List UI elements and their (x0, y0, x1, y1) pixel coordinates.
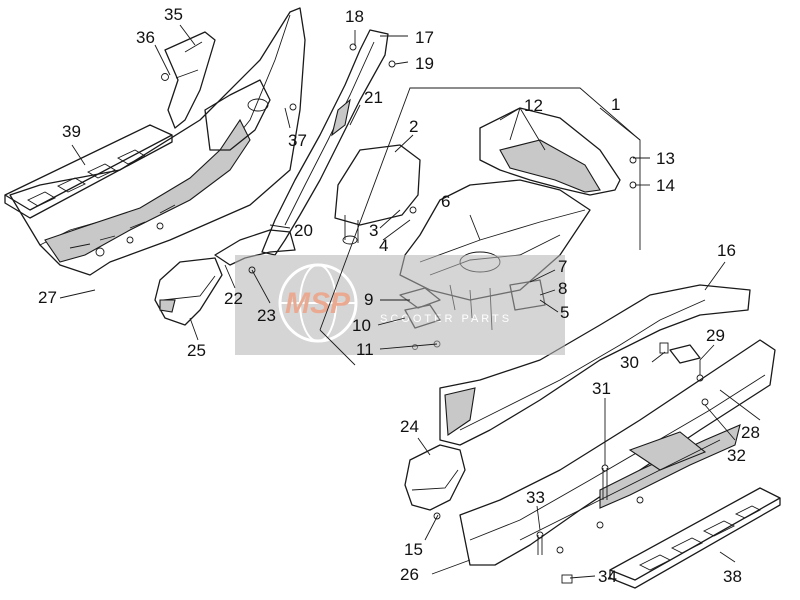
callout-34: 34 (598, 567, 617, 586)
left-side-cover (9, 7, 306, 276)
callout-35: 35 (164, 5, 183, 24)
callout-28: 28 (741, 423, 760, 442)
callout-1: 1 (611, 95, 620, 114)
callout-30: 30 (620, 353, 639, 372)
callout-38: 38 (723, 567, 742, 586)
callout-4: 4 (379, 236, 388, 255)
callout-32: 32 (727, 446, 746, 465)
callout-29: 29 (706, 326, 725, 345)
fasteners (161, 43, 709, 555)
callout-7: 7 (558, 257, 567, 276)
callout-10: 10 (352, 316, 371, 335)
leader-lines (59, 24, 761, 579)
callout-39: 39 (62, 122, 81, 141)
glovebox-lid-right (404, 444, 466, 511)
watermark: MSP SCOOTER PARTS (235, 255, 565, 355)
callout-36: 36 (136, 28, 155, 47)
right-floor-panel (459, 339, 776, 566)
callout-37: 37 (288, 131, 307, 150)
left-footboard-mat (4, 124, 173, 219)
callout-33: 33 (526, 488, 545, 507)
watermark-brand: MSP (285, 287, 351, 320)
callout-15: 15 (404, 540, 423, 559)
callout-31: 31 (592, 379, 611, 398)
callout-19: 19 (415, 54, 434, 73)
watermark-subtitle: SCOOTER PARTS (380, 313, 512, 325)
callout-16: 16 (717, 241, 736, 260)
callout-14: 14 (656, 176, 675, 195)
callout-8: 8 (558, 279, 567, 298)
callout-20: 20 (294, 221, 313, 240)
callout-2: 2 (409, 117, 418, 136)
right-side-cover (439, 284, 751, 446)
callout-3: 3 (369, 221, 378, 240)
right-footboard-mat (609, 487, 781, 589)
center-pad (334, 144, 421, 245)
callout-17: 17 (415, 28, 434, 47)
glovebox-lid-left (154, 257, 223, 326)
callout-13: 13 (656, 149, 675, 168)
callout-labels: 1 2 3 4 5 6 7 8 9 10 11 12 13 14 15 16 1… (38, 5, 760, 586)
callout-5: 5 (560, 303, 569, 322)
callout-12: 12 (524, 96, 543, 115)
callout-11: 11 (356, 340, 374, 359)
callout-18: 18 (345, 7, 364, 26)
callout-24: 24 (400, 417, 419, 436)
watermark-band (235, 255, 565, 355)
callout-6: 6 (441, 192, 450, 211)
callout-27: 27 (38, 288, 57, 307)
inner-side-panel (164, 31, 271, 151)
callout-26: 26 (400, 565, 419, 584)
callout-25: 25 (187, 341, 206, 360)
callout-22: 22 (224, 289, 243, 308)
callout-9: 9 (364, 290, 373, 309)
callout-21: 21 (364, 88, 383, 107)
callout-23: 23 (257, 306, 276, 325)
